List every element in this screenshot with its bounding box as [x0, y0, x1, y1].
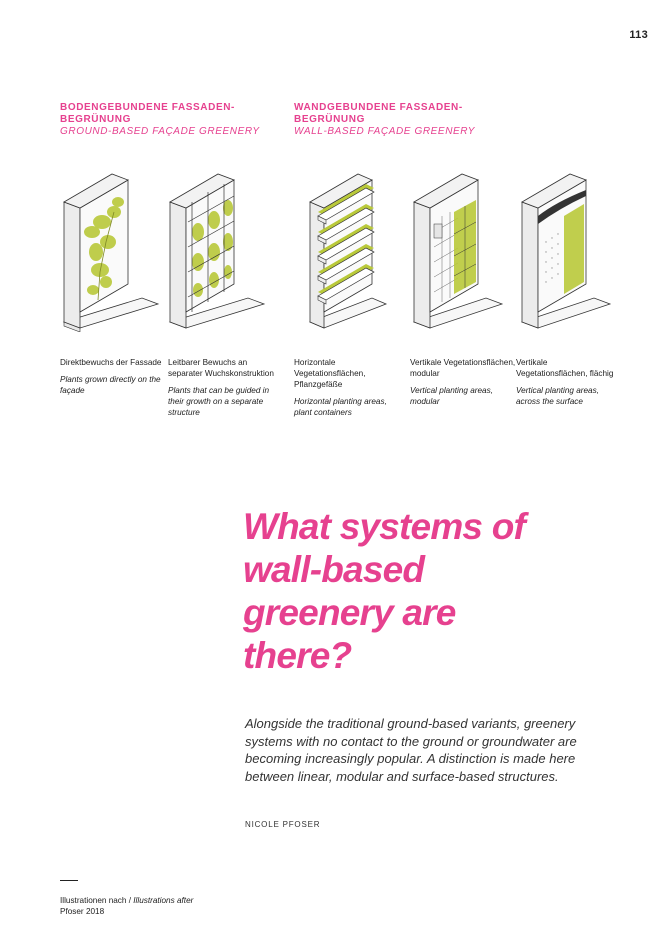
page-number: 113	[629, 29, 648, 41]
caption-en: Plants that can be guided in their growt…	[168, 386, 270, 417]
section-heading-ground-based: BODENGEBUNDENE FASSADEN-BEGRÜNUNG GROUND…	[60, 102, 290, 138]
section-title-de: WANDGEBUNDENE FASSADEN-BEGRÜNUNG	[294, 102, 463, 125]
section-title-de: BODENGEBUNDENE FASSADEN-BEGRÜNUNG	[60, 102, 235, 125]
surface-vertical-illustration	[520, 173, 612, 329]
footnote-rule	[60, 880, 78, 881]
credit-de: Illustrationen nach /	[60, 896, 134, 905]
caption-de: Vertikale Vegetationsflächen, modular	[410, 358, 516, 378]
caption-en: Plants grown directly on the façade	[60, 375, 161, 395]
illustration-credit: Illustrationen nach / Illustrations afte…	[60, 895, 260, 917]
caption-en: Vertical planting areas, across the surf…	[516, 386, 599, 406]
trellis-growth-illustration	[168, 173, 266, 329]
caption-en: Horizontal planting areas, plant contain…	[294, 397, 387, 417]
section-heading-wall-based: WANDGEBUNDENE FASSADEN-BEGRÜNUNG WALL-BA…	[294, 102, 494, 138]
caption-trellis-growth: Leitbarer Bewuchs an separater Wuchskons…	[168, 357, 278, 418]
section-title-en: WALL-BASED FAÇADE GREENERY	[294, 126, 476, 137]
caption-de: Vertikale Vegetationsflächen, flächig	[516, 358, 614, 378]
author-name: NICOLE PFOSER	[245, 820, 321, 829]
caption-horizontal-planters: Horizontale Vegetationsflächen, Pflanzge…	[294, 357, 404, 418]
credit-source: Pfoser 2018	[60, 907, 105, 916]
article-headline: What systems of wall-based greenery are …	[243, 506, 526, 676]
caption-de: Direktbewuchs der Fassade	[60, 358, 162, 367]
section-title-en: GROUND-BASED FAÇADE GREENERY	[60, 126, 260, 137]
horizontal-planters-illustration	[308, 173, 388, 329]
caption-en: Vertical planting areas, modular	[410, 386, 493, 406]
direct-growth-illustration	[62, 173, 160, 332]
credit-en: Illustrations after	[133, 896, 194, 905]
modular-vertical-illustration	[412, 173, 504, 329]
caption-modular-vertical: Vertikale Vegetationsflächen, modular Ve…	[410, 357, 520, 407]
caption-direct-growth: Direktbewuchs der Fassade Plants grown d…	[60, 357, 170, 396]
caption-surface-vertical: Vertikale Vegetationsflächen, flächig Ve…	[516, 357, 620, 407]
caption-de: Horizontale Vegetationsflächen, Pflanzge…	[294, 358, 366, 389]
caption-de: Leitbarer Bewuchs an separater Wuchskons…	[168, 358, 274, 378]
lead-paragraph: Alongside the traditional ground-based v…	[245, 716, 577, 784]
